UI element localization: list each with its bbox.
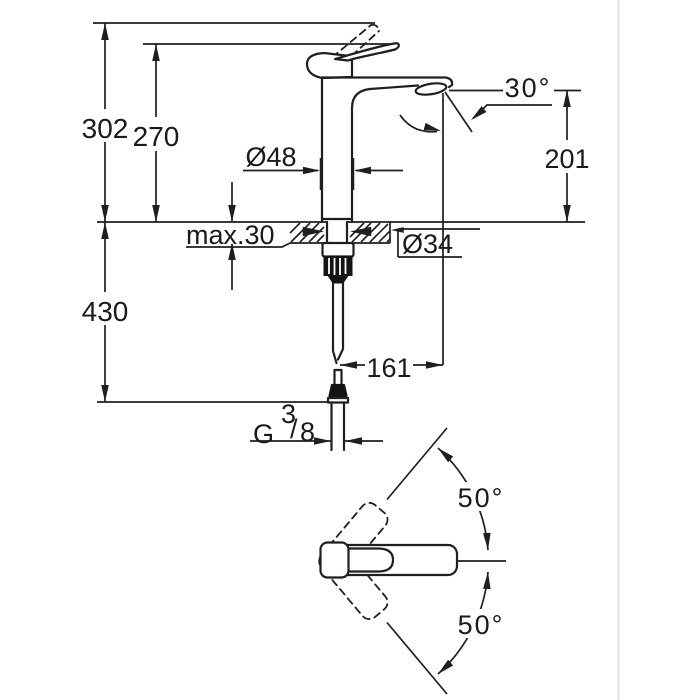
faucet-side-view xyxy=(305,23,454,452)
handle-top-view xyxy=(318,427,506,695)
faucet-body xyxy=(320,76,454,224)
label-spray-angle: 30° xyxy=(505,73,552,103)
aerator xyxy=(414,82,448,96)
dimension-arrowheads xyxy=(101,23,571,445)
countertop-section xyxy=(289,222,404,243)
mounting-washer xyxy=(321,241,355,258)
label-lever-height: 270 xyxy=(133,121,180,152)
label-spout-height: 201 xyxy=(544,144,589,174)
label-overall-height: 302 xyxy=(82,113,129,144)
handle-ghost-down xyxy=(318,543,389,620)
label-backgrounds xyxy=(82,75,591,638)
label-swivel-angle-lower: 50° xyxy=(458,610,505,640)
label-thread-numerator: 3 xyxy=(281,399,296,429)
label-below-counter-length: 430 xyxy=(82,296,129,327)
label-thread-slash: / xyxy=(290,414,298,444)
label-thread-size: G 3 / 8 xyxy=(253,399,315,449)
handle-top-cap xyxy=(319,541,350,579)
label-spout-projection: 161 xyxy=(366,353,411,383)
mounting-shank xyxy=(325,220,349,245)
label-max-counter-thickness: max.30 xyxy=(186,220,275,250)
label-thread-denominator: 8 xyxy=(300,417,315,447)
mounting-nut xyxy=(323,256,353,284)
label-thread-letter: G xyxy=(253,419,274,449)
dimension-labels: 302 270 430 Ø48 max.30 Ø34 201 30° 161 G… xyxy=(82,73,590,640)
handle-top-divider xyxy=(347,547,395,573)
supply-pipe xyxy=(326,281,350,452)
handle-lever xyxy=(333,42,400,62)
label-hole-diameter: Ø34 xyxy=(402,229,453,259)
label-swivel-angle-upper: 50° xyxy=(458,483,505,513)
label-body-diameter: Ø48 xyxy=(245,142,296,172)
